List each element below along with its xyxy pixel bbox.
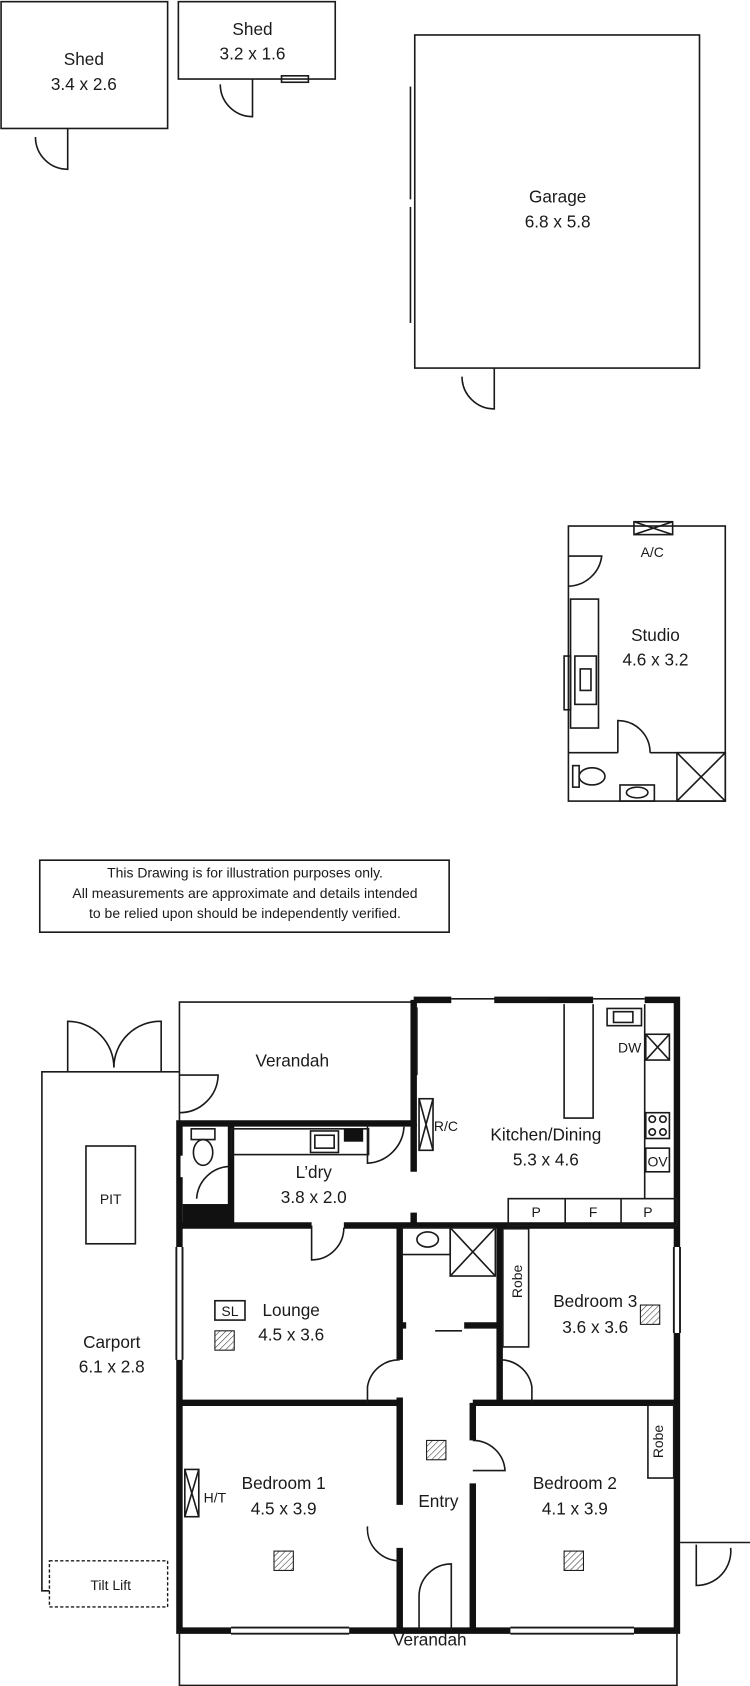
tilt-lift-door (48, 1560, 169, 1608)
pantry-label: P (532, 1204, 541, 1220)
vent-icon (273, 1550, 294, 1571)
robe (502, 1227, 530, 1348)
room-size: 3.6 x 3.6 (562, 1317, 628, 1337)
room-name: Lounge (263, 1300, 320, 1320)
room-size: 4.5 x 3.9 (251, 1499, 317, 1519)
shower-icon (676, 751, 727, 802)
door-icon (461, 368, 496, 410)
dw-label: DW (618, 1040, 642, 1056)
room-size: 3.4 x 2.6 (51, 74, 117, 94)
toilet-icon (190, 1128, 216, 1167)
door-icon (366, 1526, 400, 1562)
room-size: 4.6 x 3.2 (622, 650, 688, 670)
skylight-box (214, 1299, 246, 1321)
fireplace-icon (563, 598, 600, 729)
front-door-icon (418, 1563, 453, 1631)
window-icon (280, 75, 310, 84)
room-name: Carport (83, 1332, 141, 1352)
studio: A/C Studio 4.6 x 3.2 (563, 520, 727, 802)
room-size: 6.1 x 2.8 (79, 1357, 145, 1377)
robe-label: Robe (509, 1264, 525, 1298)
room-name: Studio (631, 625, 680, 645)
room-size: 6.8 x 5.8 (525, 211, 591, 231)
hot-water-icon (184, 1468, 200, 1518)
robe (647, 1404, 675, 1479)
room-name: Shed (232, 19, 272, 39)
rc-label: R/C (434, 1118, 458, 1134)
robe-label: Robe (650, 1425, 666, 1459)
disclaimer-line: This Drawing is for illustration purpose… (107, 864, 383, 880)
air-conditioner-icon (633, 520, 674, 536)
room-size: 4.1 x 3.9 (542, 1499, 608, 1519)
door-icon (617, 719, 651, 753)
double-door-icon (66, 1020, 162, 1072)
ov-label: OV (648, 1153, 669, 1169)
door-icon (472, 1439, 506, 1472)
door-icon (568, 555, 603, 588)
door-icon (366, 1359, 400, 1403)
shower-icon (449, 1226, 497, 1277)
dishwasher-icon (644, 1033, 671, 1061)
room-name: Bedroom 2 (533, 1473, 617, 1493)
door-icon (310, 1225, 345, 1261)
room-name: Shed (64, 49, 104, 69)
garage: Garage 6.8 x 5.8 (409, 34, 701, 410)
room-name: Kitchen/Dining (490, 1125, 601, 1145)
toilet-icon (571, 764, 606, 788)
shed-1: Shed 3.4 x 2.6 (0, 0, 169, 171)
vent-icon (426, 1439, 447, 1461)
fridge-label: F (589, 1204, 598, 1220)
room-name: Verandah (393, 1630, 467, 1650)
cooktop-icon (644, 1111, 671, 1140)
basin-icon (416, 1231, 440, 1248)
room-name: Verandah (255, 1050, 329, 1070)
disclaimer-line: All measurements are approximate and det… (72, 885, 417, 901)
room-name: Entry (418, 1491, 459, 1511)
disclaimer: This Drawing is for illustration purpose… (38, 859, 450, 933)
door-icon (219, 79, 254, 118)
door-icon (366, 1123, 405, 1165)
ac-label: A/C (641, 544, 664, 560)
tilt-lift-label: Tilt Lift (90, 1577, 131, 1593)
room-size: 4.5 x 3.6 (258, 1324, 324, 1344)
room-size: 3.8 x 2.0 (281, 1187, 347, 1207)
vent-icon (639, 1304, 661, 1325)
door-icon (34, 128, 69, 171)
basin-icon (619, 784, 656, 802)
ht-label: H/T (204, 1490, 227, 1506)
door-icon (179, 1074, 219, 1114)
room-size: 5.3 x 4.6 (513, 1149, 579, 1169)
room-name: Garage (529, 187, 586, 207)
door-icon (680, 1541, 750, 1587)
vent-icon (214, 1330, 235, 1351)
laundry-tub-icon (309, 1130, 340, 1154)
shed-2: Shed 3.2 x 1.6 (177, 0, 337, 118)
room-name: Bedroom 1 (242, 1473, 326, 1493)
pantry-label: P (643, 1204, 652, 1220)
door-icon (499, 1359, 533, 1403)
main-house: PIT Carport 6.1 x 2.8 Tilt Lift Verandah (41, 996, 750, 1686)
room-name: L’dry (296, 1162, 333, 1182)
room-name: Bedroom 3 (553, 1291, 637, 1311)
vent-icon (563, 1550, 584, 1571)
disclaimer-line: to be relied upon should be independentl… (89, 905, 401, 921)
sink-icon (606, 1007, 643, 1027)
pit (85, 1145, 137, 1245)
door-icon (195, 1165, 229, 1199)
sl-label: SL (221, 1303, 238, 1319)
refrigerated-cooler-icon (418, 1097, 434, 1152)
oven-icon (644, 1147, 671, 1173)
room-size: 3.2 x 1.6 (220, 44, 286, 64)
pit-label: PIT (100, 1191, 122, 1207)
